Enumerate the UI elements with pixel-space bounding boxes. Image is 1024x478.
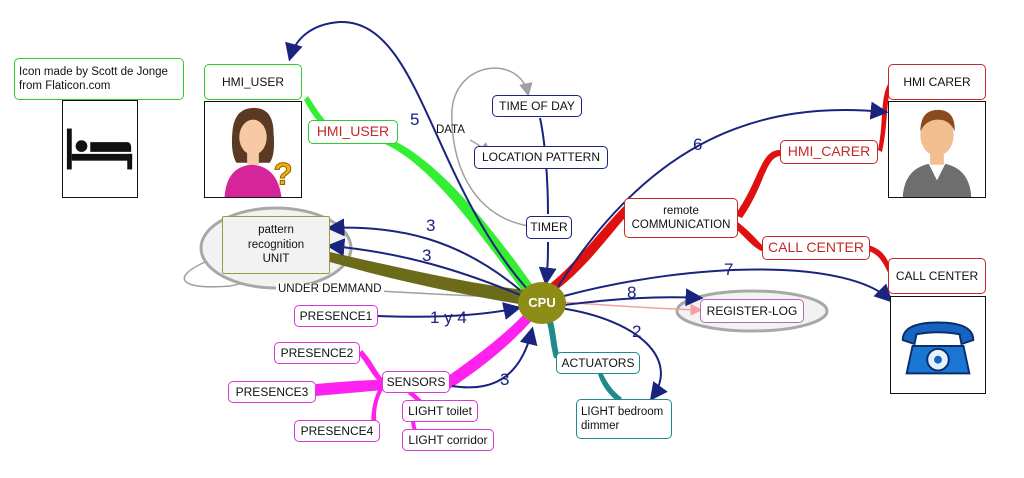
edge-label-to-pattern-top: 3 (426, 216, 436, 235)
edge-from-presence (377, 302, 522, 320)
hmi-carer-branch[interactable]: HMI_CARER (780, 140, 878, 164)
red-remote-carer (735, 150, 780, 218)
edge-label-to-hmi-carer: 6 (693, 135, 703, 154)
svg-text:?: ? (274, 156, 293, 191)
hmi-user-title[interactable]: HMI_USER (204, 64, 302, 100)
presence2-node[interactable]: PRESENCE2 (274, 342, 360, 364)
time-of-day-node[interactable]: TIME OF DAY (492, 95, 582, 117)
edge-label-to-light-bedroom: 2 (632, 322, 642, 341)
edge-to-light-bedroom (559, 307, 668, 401)
magenta-presence4 (371, 386, 384, 430)
green-branch (304, 96, 536, 296)
edge-to-hmi-user (285, 20, 529, 291)
timer-loop-line (451, 67, 533, 227)
edge-to-pattern-bottom (326, 238, 521, 296)
edge-from-sensors (451, 326, 538, 389)
pattern-recognition-node[interactable]: pattern recognition UNIT (222, 216, 330, 274)
red-callcenter-down (866, 245, 894, 277)
light-corridor-node[interactable]: LIGHT corridor (402, 429, 494, 451)
bed-icon (62, 100, 138, 198)
red-remote-callcenter (733, 220, 765, 252)
edge-label-to-call-center: 7 (724, 260, 734, 279)
hmi-user-branch[interactable]: HMI_USER (308, 120, 398, 144)
presence3-node[interactable]: PRESENCE3 (228, 381, 316, 403)
edge-to-hmi-carer (555, 101, 889, 291)
call-center-branch[interactable]: CALL CENTER (762, 236, 870, 260)
edge-to-register-log (563, 288, 704, 307)
presence4-node[interactable]: PRESENCE4 (294, 420, 380, 442)
data-label: DATA (436, 124, 465, 136)
light-toilet-node[interactable]: LIGHT toilet (402, 400, 478, 422)
edge-label-from-sensors: 3 (500, 370, 510, 389)
carer-person-icon (888, 101, 986, 198)
teal-light (598, 372, 622, 402)
teal-branch (546, 318, 560, 358)
sensors-node[interactable]: SENSORS (382, 371, 450, 393)
magenta-branch (440, 310, 536, 390)
edge-label-to-pattern-bottom: 3 (422, 246, 432, 265)
credit-box: Icon made by Scott de Jonge from Flatico… (14, 58, 184, 100)
user-question-icon: ? (204, 101, 302, 198)
cpu-node[interactable]: CPU (518, 282, 566, 324)
edge-to-call-center (563, 268, 893, 303)
magenta-presence3 (316, 380, 384, 396)
under-demand-label: UNDER DEMMAND (276, 283, 384, 295)
olive-branch (330, 252, 525, 305)
edge-label-to-register-log: 8 (627, 283, 637, 302)
edge-to-pattern-top (326, 218, 521, 291)
edge-label-from-presence: 1 y 4 (430, 308, 467, 327)
actuators-node[interactable]: ACTUATORS (556, 352, 640, 374)
telephone-icon (890, 296, 986, 394)
magenta-presence2 (358, 350, 384, 386)
presence1-node[interactable]: PRESENCE1 (294, 305, 378, 327)
call-center-title[interactable]: CALL CENTER (888, 258, 986, 294)
credit-line2: from Flaticon.com (19, 80, 111, 92)
location-pattern-node[interactable]: LOCATION PATTERN (474, 146, 608, 169)
remote-communication-node[interactable]: remote COMMUNICATION (624, 198, 738, 238)
credit-line1: Icon made by Scott de Jonge (19, 65, 168, 78)
timer-node[interactable]: TIMER (526, 216, 572, 239)
register-log-node[interactable]: REGISTER-LOG (700, 299, 804, 323)
hmi-carer-title[interactable]: HMI CARER (888, 64, 986, 100)
edge-label-to-hmi-user: 5 (410, 110, 420, 129)
edge-timer-down (538, 241, 557, 286)
light-bedroom-node[interactable]: LIGHT bedroom dimmer (576, 399, 672, 439)
